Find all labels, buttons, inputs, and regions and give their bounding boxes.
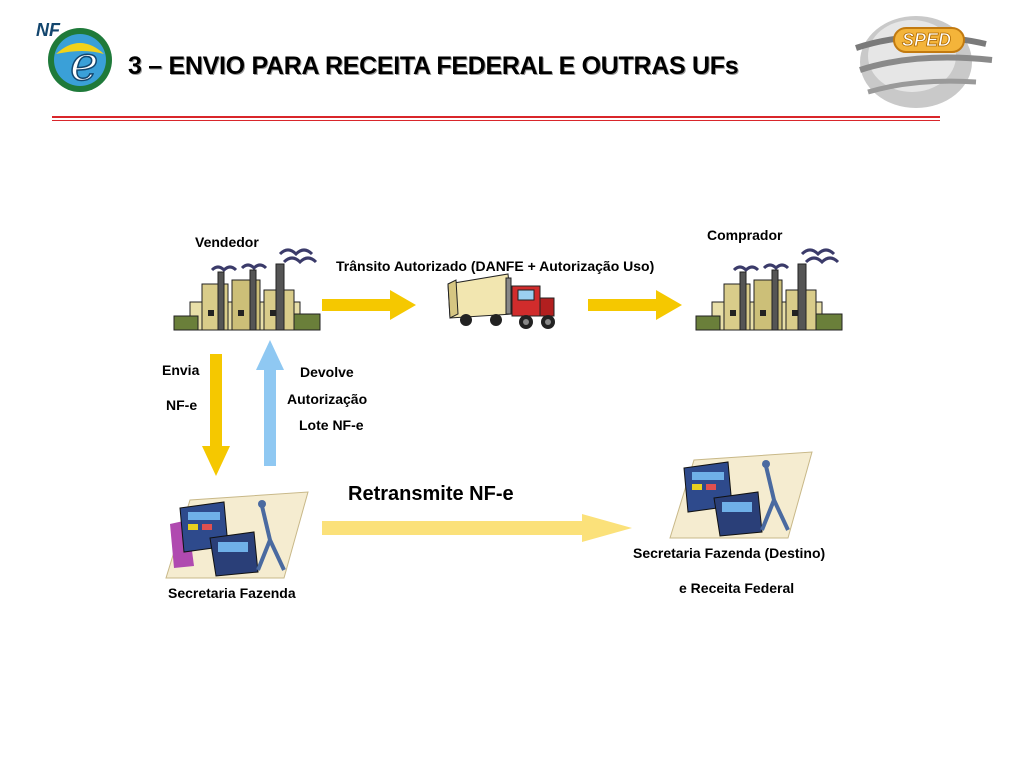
buyer-factory-icon xyxy=(695,248,843,331)
arrow-retransmit xyxy=(322,514,632,542)
origin-sefaz-label: Secretaria Fazenda xyxy=(168,585,296,601)
return-label-line3: Lote NF-e xyxy=(299,417,364,433)
truck-icon xyxy=(447,273,555,329)
sped-logo: SPED xyxy=(846,8,996,112)
retransmit-label: Retransmite NF-e xyxy=(348,483,514,505)
seller-factory-icon xyxy=(173,248,321,331)
svg-text:NF: NF xyxy=(36,20,61,40)
return-label-line1: Devolve xyxy=(300,364,354,380)
svg-text:e: e xyxy=(70,36,98,92)
transit-label: Trânsito Autorizado (DANFE + Autorização… xyxy=(336,258,655,274)
send-label-line2: NF-e xyxy=(166,397,198,413)
dest-sefaz-label-line1: Secretaria Fazenda (Destino) xyxy=(633,545,826,561)
seller-label: Vendedor xyxy=(195,234,259,250)
arrow-seller-to-truck xyxy=(322,290,416,320)
sped-globe-icon: SPED xyxy=(855,16,993,108)
dest-sefaz-computer-icon xyxy=(669,451,813,539)
nfe-logo: e NF xyxy=(34,14,118,98)
dest-sefaz-label-line2: e Receita Federal xyxy=(679,580,795,596)
return-label-line2: Autorização xyxy=(287,391,368,407)
arrow-truck-to-buyer xyxy=(588,290,682,320)
header-rule-bottom xyxy=(52,120,940,121)
arrow-return-up xyxy=(256,340,284,466)
nfe-logo-icon: e NF xyxy=(36,20,112,93)
send-label-line1: Envia xyxy=(162,362,200,378)
arrow-send-down xyxy=(202,354,230,476)
header-rule-top xyxy=(52,116,940,118)
page-title: 3 – ENVIO PARA RECEITA FEDERAL E OUTRAS … xyxy=(128,52,739,80)
buyer-label: Comprador xyxy=(707,227,783,243)
origin-sefaz-computer-icon xyxy=(165,491,309,579)
svg-text:SPED: SPED xyxy=(902,30,951,50)
